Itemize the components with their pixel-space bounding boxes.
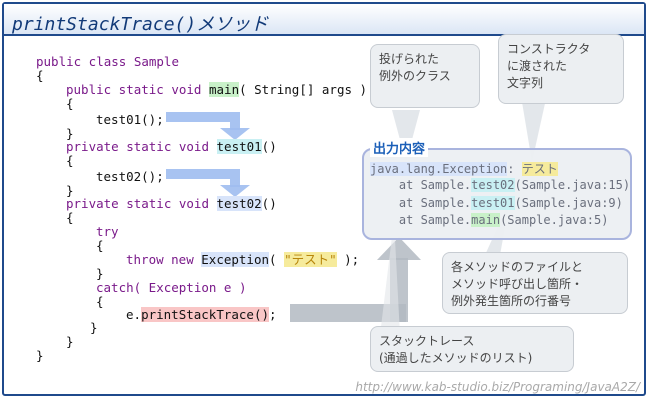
code-line-16: } (96, 266, 104, 281)
note-thrown-class: 投げられた 例外のクラス (370, 44, 480, 108)
exception-class-name: java.lang.Exception (370, 162, 508, 176)
code-line-14: { (96, 238, 104, 253)
note-stack-trace: スタックトレース (通過したメソッドのリスト) (370, 326, 574, 372)
trace-method-test01: test01 (471, 196, 515, 210)
code-line-main-signature: public static void main( String[] args ) (66, 82, 368, 97)
note-file-line-numbers: 各メソッドのファイルと メソッド呼び出し箇所・ 例外発生箇所の行番号 (442, 252, 628, 314)
code-line-1: public class Sample (36, 54, 179, 69)
output-line-3: at Sample.test01(Sample.java:9) (370, 196, 623, 210)
code-line-4: { (66, 96, 74, 111)
code-call-test01: test01(); (96, 112, 164, 127)
exception-constructor: Exception (201, 252, 269, 267)
code-line-test02-signature: private static void test02() (66, 196, 277, 211)
output-line-2: at Sample.test02(Sample.java:15) (370, 178, 631, 192)
title-bar: printStackTrace()メソッド (4, 4, 644, 36)
trace-method-main: main (471, 213, 501, 227)
code-line-try: try (96, 224, 119, 239)
output-line-4: at Sample.main(Sample.java:5) (370, 213, 609, 227)
code-line-22: } (36, 348, 44, 363)
source-url: http://www.kab-studio.biz/Programing/Jav… (355, 380, 640, 394)
code-line-10: } (66, 183, 74, 198)
method-main: main (209, 82, 240, 97)
exception-string-literal: "テスト" (284, 252, 337, 267)
code-line-test01-signature: private static void test01() (66, 139, 277, 154)
code-line-2: { (36, 68, 44, 83)
exception-message: テスト (521, 162, 558, 176)
output-line-1: java.lang.Exception: テスト (370, 162, 558, 176)
code-line-12: { (66, 210, 74, 225)
output-label: 出力内容 (370, 138, 429, 157)
method-test01: test01 (216, 139, 262, 154)
note-constructor-string: コンストラクタ に渡された 文字列 (498, 34, 624, 104)
code-line-6: } (66, 126, 74, 141)
code-line-print-stack-trace: e.printStackTrace(); (126, 307, 277, 322)
code-line-catch: catch( Exception e ) (96, 280, 247, 295)
code-line-throw: throw new Exception( "テスト" ); (126, 252, 360, 267)
trace-method-test02: test02 (471, 178, 515, 192)
code-line-21: } (66, 334, 74, 349)
code-line-20: } (90, 320, 98, 335)
page-title: printStackTrace()メソッド (12, 14, 269, 35)
code-call-test02: test02(); (96, 169, 164, 184)
code-line-8: { (66, 153, 74, 168)
code-line-18: { (96, 294, 104, 309)
print-stack-trace-call: printStackTrace() (141, 307, 269, 322)
method-test02: test02 (216, 196, 262, 211)
